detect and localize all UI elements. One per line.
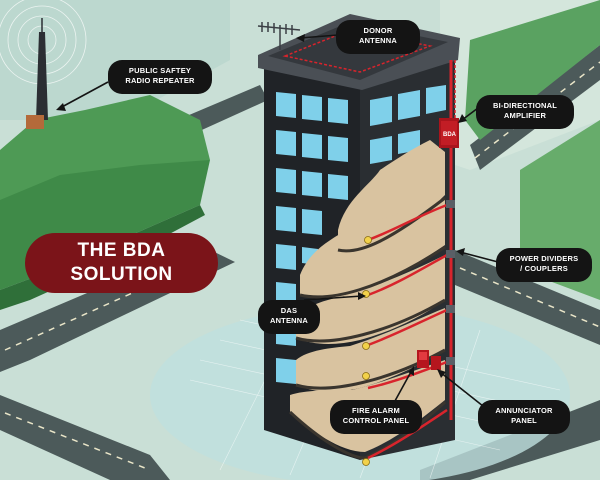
label-annunciator: ANNUNCIATOR PANEL xyxy=(478,400,570,434)
annunciator-panel-box xyxy=(431,356,441,370)
label-line: BI-DIRECTIONAL xyxy=(492,101,558,110)
label-line: / COUPLERS xyxy=(520,264,568,273)
label-repeater: PUBLIC SAFTEY RADIO REPEATER xyxy=(108,60,212,94)
label-line: FIRE ALARM xyxy=(352,406,400,415)
title-line-1: THE BDA xyxy=(77,240,166,261)
label-line: RADIO REPEATER xyxy=(125,76,195,85)
radio-tower xyxy=(26,18,48,129)
label-line: DAS xyxy=(280,306,298,315)
label-donor-antenna: DONOR ANTENNA xyxy=(336,20,420,54)
pointer-heads xyxy=(56,34,467,378)
label-das-antenna: DAS ANTENNA xyxy=(258,300,320,334)
label-line: AMPLIFIER xyxy=(503,111,547,120)
power-divider-nodes xyxy=(446,200,455,365)
bda-amplifier xyxy=(439,118,459,148)
road xyxy=(0,395,170,480)
label-line: POWER DIVIDERS xyxy=(509,254,579,263)
donor-antenna xyxy=(257,22,301,50)
title-badge: THE BDA SOLUTION xyxy=(25,233,218,293)
right-windows xyxy=(370,85,446,164)
label-line: DONOR xyxy=(363,26,393,35)
label-line: PUBLIC SAFTEY xyxy=(128,66,192,75)
label-line: PANEL xyxy=(511,416,537,425)
label-power-dividers: POWER DIVIDERS / COUPLERS xyxy=(496,248,592,282)
label-line: ANNUNCIATOR xyxy=(495,406,553,415)
label-amplifier: BI-DIRECTIONAL AMPLIFIER xyxy=(476,95,574,129)
bda-tag: BDA xyxy=(443,132,457,138)
das-antenna-points xyxy=(362,236,372,466)
roof-cable xyxy=(282,29,433,73)
label-line: ANTENNA xyxy=(269,316,309,325)
road-dashes xyxy=(4,61,600,471)
title-line-2: SOLUTION xyxy=(70,264,173,285)
road xyxy=(455,250,600,345)
label-line: ANTENNA xyxy=(358,36,398,45)
label-fire-alarm: FIRE ALARM CONTROL PANEL xyxy=(330,400,422,434)
label-line: CONTROL PANEL xyxy=(342,416,410,425)
fire-alarm-panel-box xyxy=(417,350,429,368)
